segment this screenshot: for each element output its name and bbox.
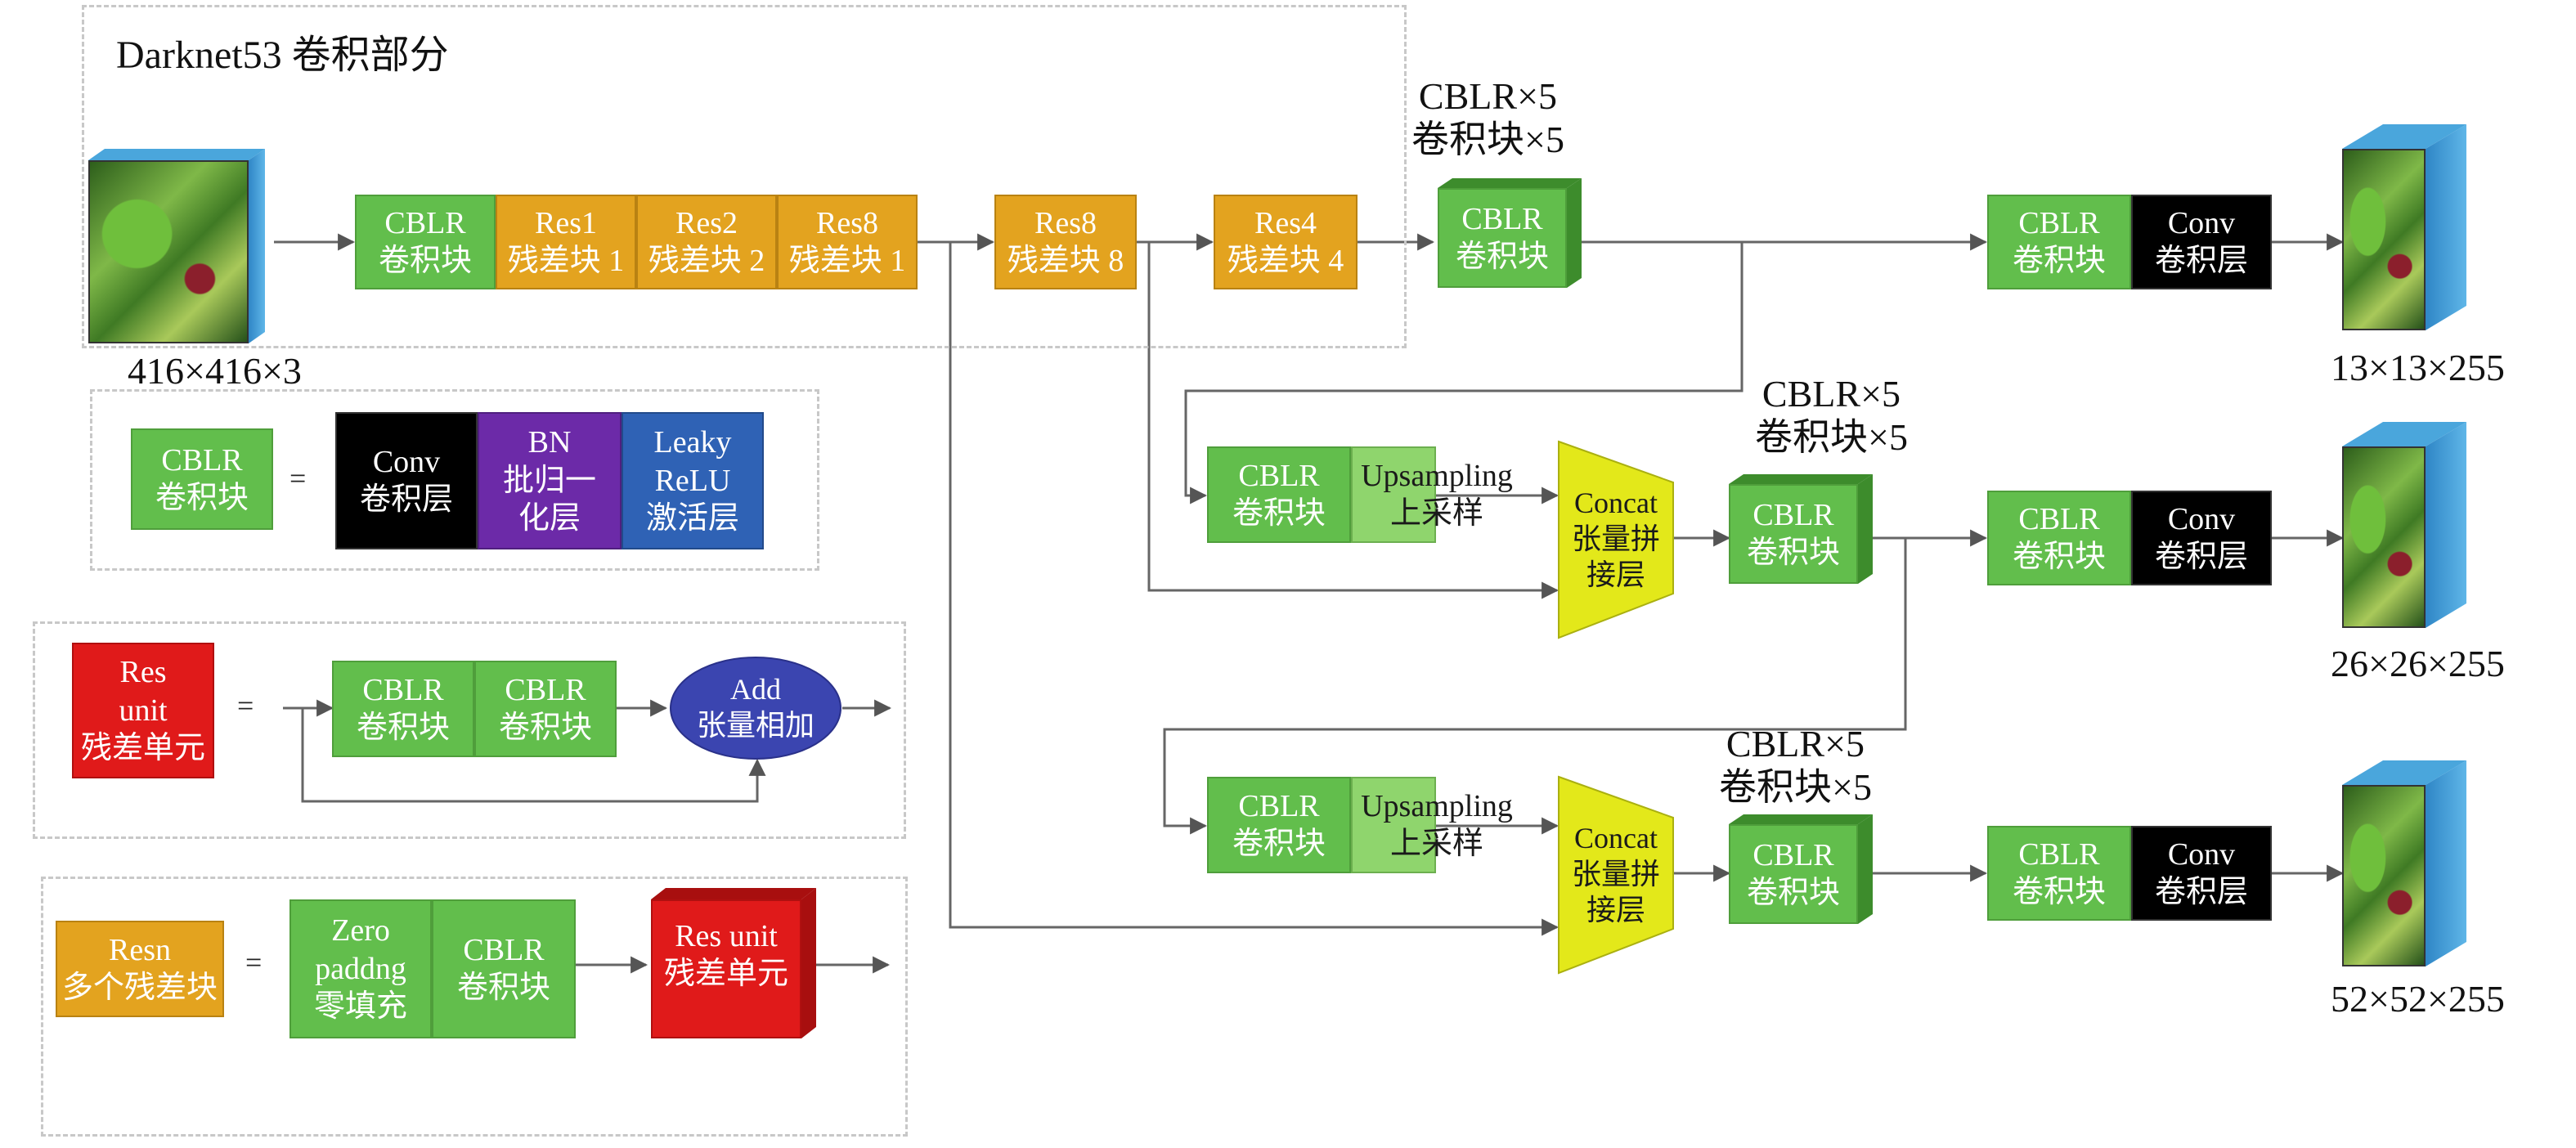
output-cube-top-1	[2342, 124, 2466, 149]
legend-cblr-equals: =	[289, 462, 307, 495]
darknet53-title: Darknet53 卷积部分	[116, 34, 449, 77]
legend-resn-frame	[41, 877, 908, 1137]
output-cube-side-1	[2426, 124, 2466, 330]
concat-shape-1	[1558, 440, 1674, 639]
legend-res-frame	[33, 621, 906, 839]
cblr-top-1	[1438, 178, 1582, 188]
cblr-depth-1	[1567, 178, 1582, 288]
concat-shape-2	[1558, 775, 1674, 975]
output-image-2	[2342, 446, 2426, 628]
output-size-label-1: 13×13×255	[2331, 347, 2505, 388]
output-cube-side-3	[2426, 760, 2466, 966]
legend-res-equals: =	[237, 689, 254, 722]
output-cube-top-2	[2342, 422, 2466, 446]
input-image	[88, 160, 249, 343]
input-cube-side	[249, 149, 265, 343]
low-upsampling-block	[1351, 777, 1436, 873]
output-cube-side-2	[2426, 422, 2466, 628]
output-cube-top-3	[2342, 760, 2466, 785]
cblr-top-2	[1729, 474, 1873, 484]
output-image-1	[2342, 149, 2426, 330]
legend-cblr-frame	[90, 389, 819, 571]
darknet53-frame	[82, 5, 1407, 348]
resunit-top	[651, 888, 816, 899]
legend-resn-equals: =	[245, 946, 263, 979]
input-cube-top	[88, 149, 265, 160]
output-size-label-2: 26×26×255	[2331, 643, 2505, 684]
mid-upsampling-block	[1351, 446, 1436, 543]
input-size-label: 416×416×3	[128, 350, 302, 392]
resunit-depth	[801, 888, 816, 1038]
cblr-depth-3	[1858, 814, 1873, 924]
add-ellipse	[670, 657, 841, 760]
cblr-top-3	[1729, 814, 1873, 824]
cblr-depth-2	[1858, 474, 1873, 584]
output-size-label-3: 52×52×255	[2331, 978, 2505, 1020]
output-image-3	[2342, 785, 2426, 966]
